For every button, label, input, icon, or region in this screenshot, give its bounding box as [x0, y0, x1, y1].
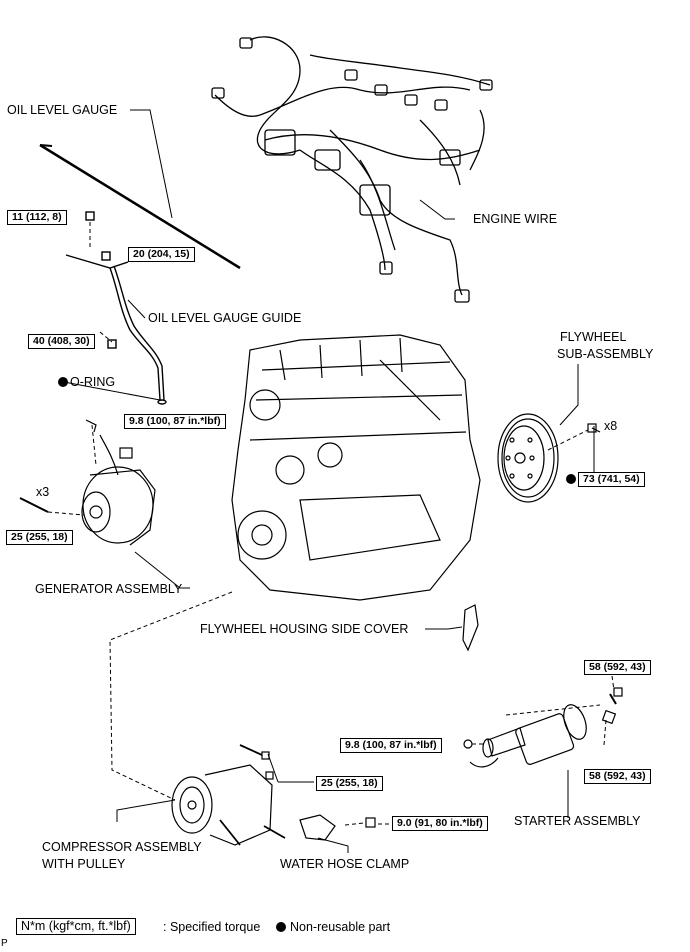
label-compressor-line1: COMPRESSOR ASSEMBLY [42, 840, 202, 854]
corner-mark: P [1, 938, 8, 949]
torque-73: 73 (741, 54) [578, 472, 645, 487]
label-starter-assembly: STARTER ASSEMBLY [514, 814, 641, 828]
compressor-illustration [171, 744, 286, 846]
legend-torque-unit: N*m (kgf*cm, ft.*lbf) [16, 918, 136, 935]
label-generator-assembly: GENERATOR ASSEMBLY [35, 582, 183, 596]
qty-flywheel-bolts: x8 [604, 419, 618, 433]
label-flywheel-housing-side-cover: FLYWHEEL HOUSING SIDE COVER [200, 622, 409, 636]
label-oil-level-gauge-guide: OIL LEVEL GAUGE GUIDE [148, 311, 302, 325]
legend-non-reusable: Non-reusable part [290, 920, 391, 934]
label-flywheel-line1: FLYWHEEL [560, 330, 627, 344]
generator-illustration [19, 419, 156, 546]
oil-level-gauge-illustration [39, 143, 241, 270]
torque-11: 11 (112, 8) [7, 210, 67, 225]
water-hose-clamp-illustration [299, 814, 376, 841]
torque-40: 40 (408, 30) [28, 334, 95, 349]
flywheel-housing-side-cover-illustration [462, 604, 479, 652]
label-oil-level-gauge: OIL LEVEL GAUGE [7, 103, 118, 117]
torque-25-generator: 25 (255, 18) [6, 530, 73, 545]
label-o-ring: O-RING [70, 375, 116, 389]
oil-level-gauge-guide-illustration [65, 211, 167, 405]
non-reusable-dot-o-ring [58, 377, 68, 387]
label-water-hose-clamp: WATER HOSE CLAMP [280, 857, 410, 871]
qty-generator-bolts: x3 [36, 485, 50, 499]
label-flywheel-line2: SUB-ASSEMBLY [557, 347, 654, 361]
torque-9-8-starter: 9.8 (100, 87 in.*lbf) [340, 738, 442, 753]
non-reusable-dot-flywheel-bolt [566, 474, 576, 484]
torque-58-top: 58 (592, 43) [584, 660, 651, 675]
torque-9-8-generator: 9.8 (100, 87 in.*lbf) [124, 414, 226, 429]
starter-illustration [463, 687, 623, 768]
torque-20: 20 (204, 15) [128, 247, 195, 262]
engine-block-illustration [231, 334, 481, 601]
label-engine-wire: ENGINE WIRE [473, 212, 558, 226]
engine-wire-illustration [211, 36, 493, 303]
label-compressor-line2: WITH PULLEY [42, 857, 126, 871]
torque-58-bottom: 58 (592, 43) [584, 769, 651, 784]
legend-torque-desc: : Specified torque [163, 920, 261, 934]
torque-9-0: 9.0 (91, 80 in.*lbf) [392, 816, 488, 831]
dashed-leaders [47, 222, 615, 826]
leader-lines [63, 109, 595, 853]
flywheel-illustration [497, 413, 601, 503]
legend-non-reusable-dot [276, 922, 286, 932]
torque-25-compressor: 25 (255, 18) [316, 776, 383, 791]
